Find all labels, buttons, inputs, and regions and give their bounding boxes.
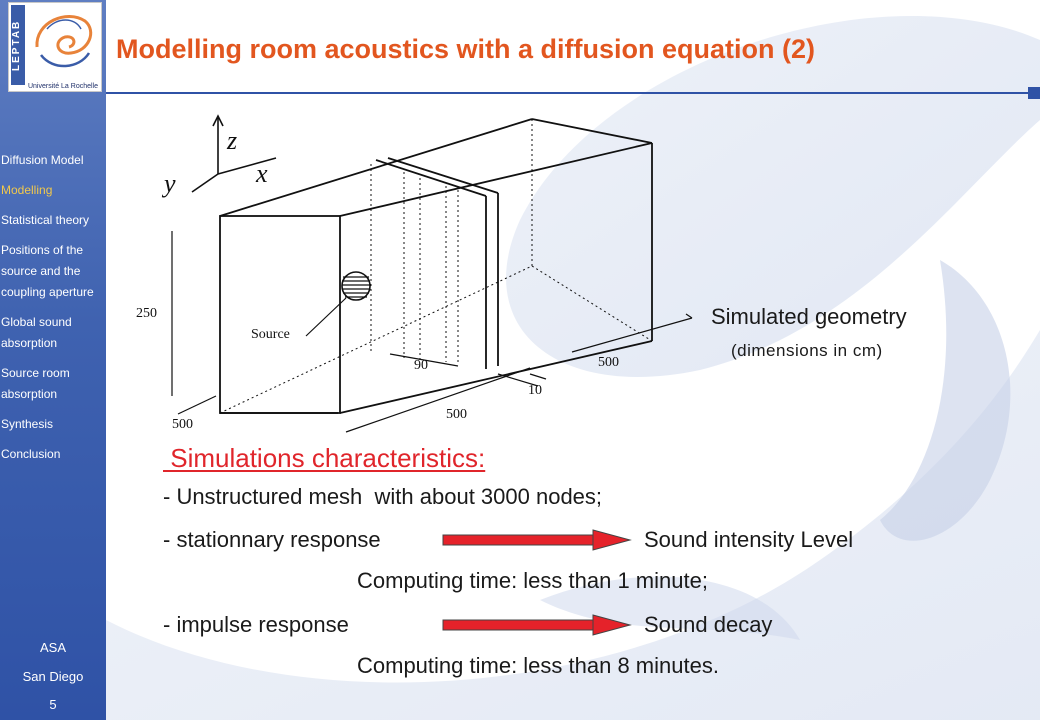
- logo-letters: LEPTAB: [11, 5, 25, 85]
- title-divider: [106, 87, 1040, 99]
- sidebar-item-source-room-absorption[interactable]: Source room absorption: [1, 366, 70, 401]
- logo-swirl-icon: [35, 15, 93, 68]
- sidebar-item-conclusion[interactable]: Conclusion: [1, 447, 61, 461]
- axis-x-label: x: [255, 159, 268, 188]
- impulse-time: Computing time: less than 8 minutes.: [357, 653, 719, 678]
- geometry-caption-sub: (dimensions in cm): [731, 341, 883, 360]
- logo-caption: Université La Rochelle: [27, 83, 99, 90]
- arrow-right-icon: [442, 614, 632, 636]
- footer-location: San Diego: [22, 669, 84, 684]
- axis-z-label: z: [226, 126, 237, 155]
- sidebar-nav: Diffusion Model Modelling Statistical th…: [0, 150, 106, 474]
- dim-wall: 10: [528, 383, 542, 398]
- dim-height: 250: [136, 306, 157, 321]
- characteristics-heading: Simulations characteristics:: [163, 443, 486, 473]
- impulse-result: Sound decay: [644, 612, 773, 637]
- sidebar-item-diffusion-model[interactable]: Diffusion Model: [1, 153, 84, 167]
- source-label: Source: [251, 327, 290, 342]
- page-title: Modelling room acoustics with a diffusio…: [116, 34, 816, 64]
- sidebar-item-synthesis[interactable]: Synthesis: [1, 417, 54, 431]
- page-number: 5: [49, 697, 57, 712]
- mesh-line: - Unstructured mesh with about 3000 node…: [163, 484, 603, 509]
- stationary-label: - stationnary response: [163, 527, 381, 552]
- impulse-label: - impulse response: [163, 612, 349, 637]
- dim-width: 500: [446, 407, 467, 422]
- sidebar-item-statistical-theory[interactable]: Statistical theory: [1, 213, 90, 227]
- arrow-right-icon: [442, 529, 632, 551]
- dim-aperture: 90: [414, 358, 428, 373]
- geometry-caption-title: Simulated geometry: [711, 304, 907, 329]
- stationary-result: Sound intensity Level: [644, 527, 854, 552]
- sidebar-item-positions[interactable]: Positions of the source and the coupling…: [1, 243, 94, 299]
- leptab-logo: LEPTAB Université La Rochelle: [8, 2, 102, 92]
- front-face: [219, 215, 341, 414]
- footer-event: ASA: [39, 640, 66, 655]
- geometry-diagram: Source z x y 250 500 500 500 90 10: [136, 114, 693, 433]
- axes-icon: [191, 114, 277, 193]
- axis-y-label: y: [161, 169, 176, 198]
- dim-depth: 500: [172, 417, 193, 432]
- source-icon: [305, 271, 371, 337]
- stationary-time: Computing time: less than 1 minute;: [357, 568, 708, 593]
- dim-right: 500: [598, 355, 619, 370]
- sidebar-item-global-absorption[interactable]: Global sound absorption: [1, 315, 72, 350]
- sidebar-item-modelling[interactable]: Modelling: [1, 183, 53, 197]
- sidebar: LEPTAB Université La Rochelle Diffusion …: [0, 0, 106, 720]
